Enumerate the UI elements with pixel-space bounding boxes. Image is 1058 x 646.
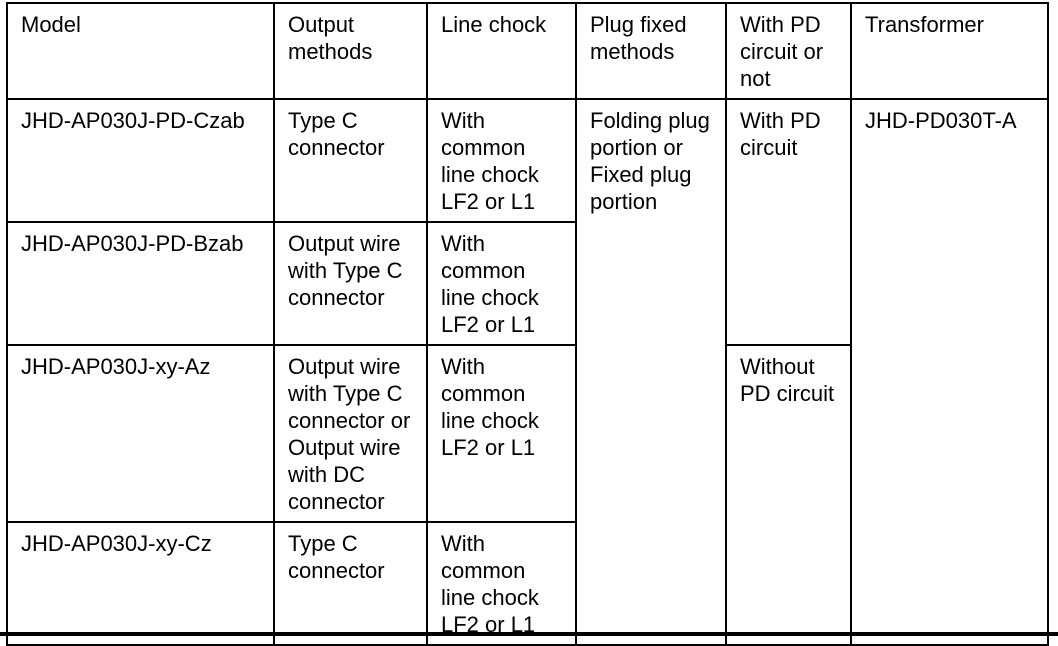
cell-output-methods: Output wire with Type C connector — [273, 221, 428, 346]
col-header-plug-fixed-methods: Plug fixed methods — [575, 2, 727, 100]
cell-line-chock: With common line chock LF2 or L1 — [426, 521, 577, 646]
col-header-transformer: Transformer — [850, 2, 1049, 100]
cell-model: JHD-AP030J-xy-Cz — [6, 521, 275, 646]
col-header-line-chock: Line chock — [426, 2, 577, 100]
cell-output-methods: Type C connector — [273, 521, 428, 646]
col-header-pd-circuit: With PD circuit or not — [725, 2, 852, 100]
table-row: JHD-AP030J-xy-Az Output wire with Type C… — [6, 344, 1048, 646]
cell-model: JHD-AP030J-xy-Az — [6, 344, 275, 523]
cell-pd-circuit: With PD circuit — [725, 98, 852, 346]
cell-output-methods: Type C connector — [273, 98, 428, 223]
table-row: JHD-AP030J-PD-Bzab Output wire with Type… — [6, 221, 1048, 346]
cell-pd-circuit: Without PD circuit — [725, 344, 852, 646]
cell-model: JHD-AP030J-PD-Czab — [6, 98, 275, 223]
spec-table: Model Output methods Line chock Plug fix… — [6, 2, 1049, 646]
cell-line-chock: With common line chock LF2 or L1 — [426, 98, 577, 223]
header-row: Model Output methods Line chock Plug fix… — [6, 2, 1049, 100]
cell-output-methods: Output wire with Type C connector or Out… — [273, 344, 428, 523]
cell-line-chock: With common line chock LF2 or L1 — [426, 221, 577, 346]
col-header-output-methods: Output methods — [273, 2, 428, 100]
table-row: JHD-AP030J-PD-Czab Type C connector With… — [6, 98, 1049, 646]
page-bottom-rule — [0, 632, 1058, 636]
cell-line-chock: With common line chock LF2 or L1 — [426, 344, 577, 523]
cell-transformer: JHD-PD030T-A — [850, 98, 1049, 646]
cell-model: JHD-AP030J-PD-Bzab — [6, 221, 275, 346]
cell-plug-fixed-methods: Folding plug portion or Fixed plug porti… — [575, 98, 727, 646]
col-header-model: Model — [6, 2, 275, 100]
